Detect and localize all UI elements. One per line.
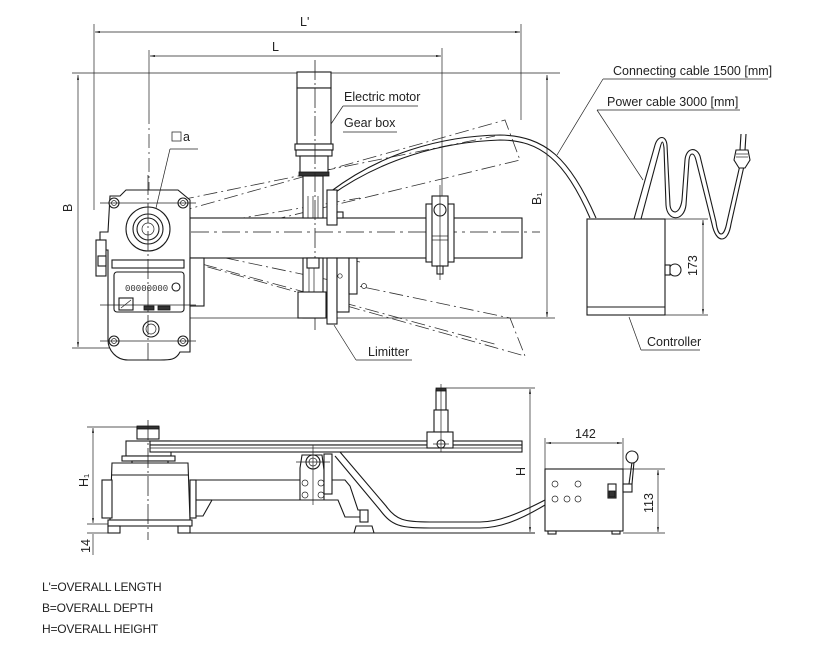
dim-label-overall-depth: B xyxy=(61,204,75,212)
connecting-cable-side xyxy=(334,455,546,529)
callout-power-cable: Power cable 3000 [mm] xyxy=(607,95,738,109)
svg-text:a: a xyxy=(183,130,190,144)
arm-clamp xyxy=(425,185,455,280)
dimension-legend: L'=OVERALL LENGTH B=OVERALL DEPTH H=OVER… xyxy=(42,577,162,640)
dim-controller-depth: 173 xyxy=(686,255,700,276)
load-post-side xyxy=(426,384,454,452)
dim-controller-width: 142 xyxy=(575,427,596,441)
digit-display-icon: 00000000 xyxy=(125,284,168,294)
dimension-overall-length: L' xyxy=(93,15,522,210)
electric-motor xyxy=(294,60,344,330)
callout-electric-motor: Electric motor xyxy=(344,90,420,104)
indicator-lamp-icon xyxy=(574,495,582,503)
indicator-lamp-icon xyxy=(551,495,559,503)
dim-controller-height: 113 xyxy=(642,493,656,513)
square-drive-callout: a xyxy=(155,130,198,209)
dim-label-depth-b1: B₁ xyxy=(530,192,544,205)
tester-body-side xyxy=(101,420,366,540)
dim-base-clearance: 14 xyxy=(79,539,93,553)
side-view: H₁ 14 xyxy=(77,384,665,555)
callout-gear-box: Gear box xyxy=(344,116,396,130)
power-plug-icon xyxy=(733,149,751,169)
connecting-cable xyxy=(329,139,591,219)
dimension-depth-b1: B₁ xyxy=(190,75,555,319)
callout-limitter: Limitter xyxy=(368,345,409,359)
limitter-callout: Limitter xyxy=(333,324,412,361)
dim-label-length: L xyxy=(272,40,279,54)
leveling-foot xyxy=(353,509,375,534)
controller-side-view: 142 113 xyxy=(544,427,665,535)
legend-overall-height: H=OVERALL HEIGHT xyxy=(42,622,159,636)
dimension-height-h1: H₁ 14 xyxy=(77,426,158,555)
tester-body: 00000000 xyxy=(95,175,205,361)
pivot-block-side xyxy=(296,445,333,505)
limitter xyxy=(297,257,367,325)
dimension-length: L xyxy=(148,40,443,215)
controller-knob-icon xyxy=(668,263,682,277)
arm-rail-side xyxy=(149,440,523,453)
dim-label-height-h1: H₁ xyxy=(77,474,91,487)
top-view: L' L B B₁ xyxy=(61,15,772,361)
legend-overall-length: L'=OVERALL LENGTH xyxy=(42,580,162,594)
dim-label-height: H xyxy=(514,467,528,476)
power-cable xyxy=(633,133,751,240)
cable-callouts: Connecting cable 1500 [mm] Power cable 3… xyxy=(556,64,772,181)
indicator-lamp-icon xyxy=(551,480,559,488)
callout-connecting-cable: Connecting cable 1500 [mm] xyxy=(613,64,772,78)
motor-callout: Electric motor Gear box xyxy=(330,90,420,133)
legend-overall-depth: B=OVERALL DEPTH xyxy=(42,601,153,615)
indicator-lamp-icon xyxy=(563,495,571,503)
controller-lever-knob-icon xyxy=(625,450,639,464)
controller-top-view: 173 Controller xyxy=(586,218,708,351)
torque-arm xyxy=(160,217,540,259)
callout-controller: Controller xyxy=(647,335,701,349)
dim-label-overall-length: L' xyxy=(300,15,309,29)
indicator-lamp-icon xyxy=(574,480,582,488)
dimension-height: H xyxy=(446,387,535,532)
connector-port xyxy=(142,320,160,338)
